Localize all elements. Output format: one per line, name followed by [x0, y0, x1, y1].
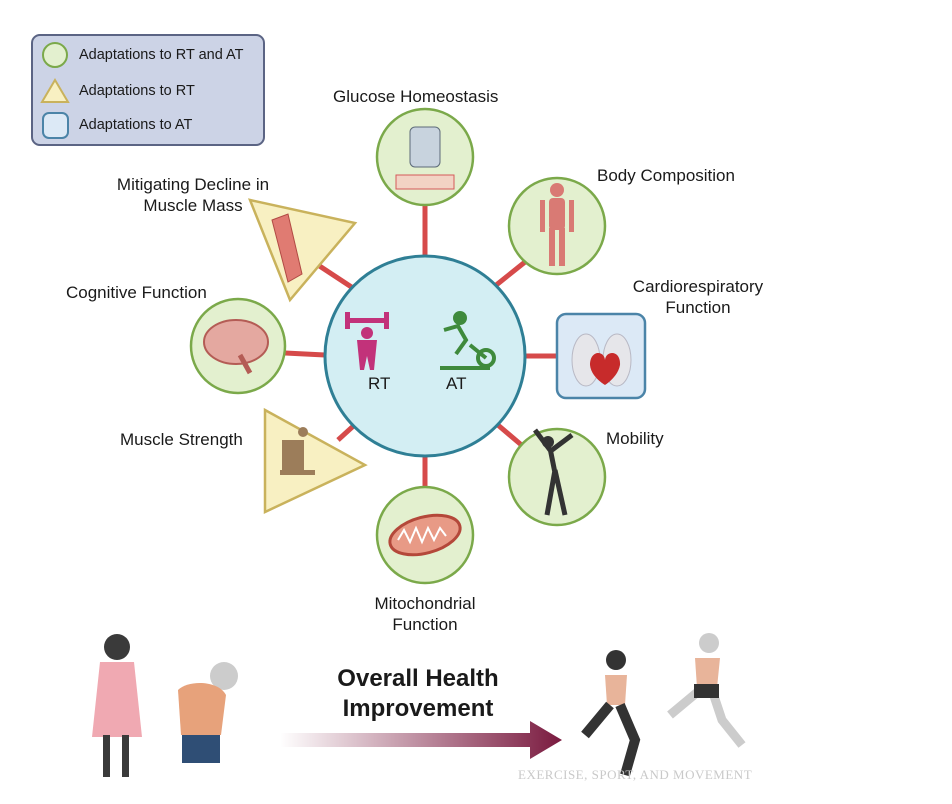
label-mitochondrial: Mitochondrial Function	[355, 593, 495, 635]
muscle-body-icon	[540, 183, 574, 266]
leg-press-machine-icon	[280, 427, 315, 475]
label-muscle-mass: Mitigating Decline in Muscle Mass	[100, 174, 286, 216]
legend-item-rt-and-at: Adaptations to RT and AT	[39, 40, 243, 70]
label-line: Cardiorespiratory	[632, 277, 764, 296]
watermark: EXERCISE, SPORT, AND MOVEMENT	[518, 767, 753, 782]
label-muscle-strength: Muscle Strength	[120, 430, 243, 449]
rt-label: RT	[368, 374, 391, 393]
legend-item-rt: Adaptations to RT	[39, 76, 195, 106]
triangle-icon	[40, 78, 70, 103]
node-cardiorespiratory	[555, 312, 647, 400]
stretching-person-icon	[533, 428, 574, 516]
label-line: Function	[392, 615, 458, 634]
muscle-fiber-icon	[271, 213, 303, 283]
weightlifter-icon	[345, 312, 389, 370]
overall-health-title: Overall Health Improvement	[318, 664, 518, 724]
brain-icon	[203, 319, 269, 365]
node-muscle-strength	[263, 407, 368, 514]
label-body-composition: Body Composition	[597, 166, 735, 185]
elderly-people-illustration	[92, 634, 238, 777]
rounded-square-icon	[42, 112, 69, 139]
glucometer-icon	[409, 126, 441, 168]
runners-illustration	[581, 633, 746, 777]
cyclist-icon	[440, 311, 496, 370]
title-line: Improvement	[342, 695, 494, 722]
legend-item-at: Adaptations to AT	[39, 110, 192, 140]
label-line: Muscle Mass	[143, 196, 243, 215]
label-mobility: Mobility	[606, 429, 664, 448]
label-glucose: Glucose Homeostasis	[333, 87, 499, 106]
title-line: Overall Health	[337, 665, 499, 692]
label-line: Mitigating Decline in	[116, 175, 270, 194]
node-muscle-mass	[247, 198, 358, 303]
heart-icon	[590, 353, 621, 385]
node-body-composition	[507, 176, 607, 276]
label-line: Mitochondrial	[374, 594, 476, 613]
center-circle	[323, 254, 527, 458]
legend: Adaptations to RT and AT Adaptations to …	[31, 34, 265, 146]
improvement-arrow	[280, 721, 562, 759]
node-mitochondrial	[375, 485, 475, 585]
circle-icon	[42, 42, 68, 68]
node-glucose	[375, 107, 475, 207]
legend-label: Adaptations to AT	[79, 117, 193, 133]
legend-label: Adaptations to RT	[79, 83, 195, 99]
node-cognitive	[189, 297, 287, 395]
node-mobility	[507, 427, 607, 527]
at-label: AT	[446, 374, 467, 393]
label-line: Function	[665, 298, 731, 317]
label-cardiorespiratory: Cardiorespiratory Function	[620, 276, 776, 318]
label-cognitive: Cognitive Function	[66, 283, 207, 302]
legend-label: Adaptations to RT and AT	[79, 47, 244, 63]
